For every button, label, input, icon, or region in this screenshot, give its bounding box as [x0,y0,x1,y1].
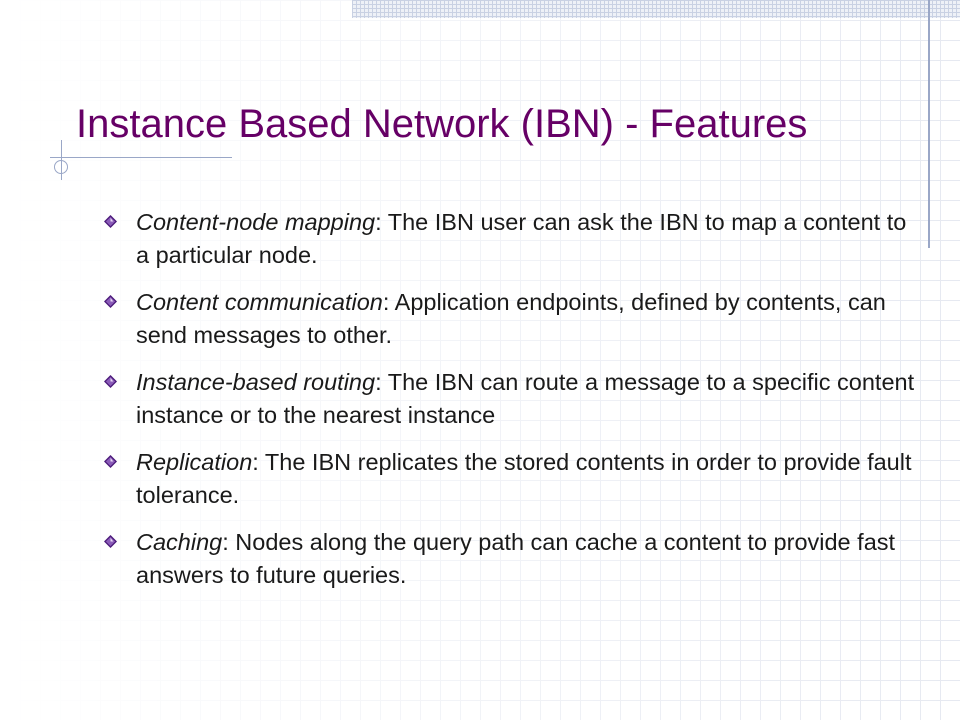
bullet-item: Instance-based routing: The IBN can rout… [100,366,920,432]
bullet-item: Caching: Nodes along the query path can … [100,526,920,592]
bullet-item: Content-node mapping: The IBN user can a… [100,206,920,272]
bullet-term: Caching [136,529,223,555]
bullet-term: Content-node mapping [136,209,376,235]
bullet-list: Content-node mapping: The IBN user can a… [100,206,920,606]
bullet-text: : The IBN can route a message to a speci… [136,369,915,428]
crosshair-ring-icon [54,160,68,174]
diamond-bullet-icon [104,295,117,308]
title-underline-rule [50,157,232,158]
bullet-item: Content communication: Application endpo… [100,286,920,352]
bullet-term: Instance-based routing [136,369,376,395]
right-vertical-rule [928,0,930,248]
slide-title: Instance Based Network (IBN) - Features [76,102,808,146]
bullet-text: : The IBN user can ask the IBN to map a … [136,209,907,268]
diamond-bullet-icon [104,535,117,548]
top-grid-band [352,0,960,18]
bullet-text: : Application endpoints, defined by cont… [136,289,886,348]
diamond-bullet-icon [104,215,117,228]
bullet-item: Replication: The IBN replicates the stor… [100,446,920,512]
bullet-term: Replication [136,449,253,475]
bullet-term: Content communication [136,289,383,315]
diamond-bullet-icon [104,375,117,388]
diamond-bullet-icon [104,455,117,468]
bullet-text: : The IBN replicates the stored contents… [136,449,912,508]
bullet-text: : Nodes along the query path can cache a… [136,529,896,588]
